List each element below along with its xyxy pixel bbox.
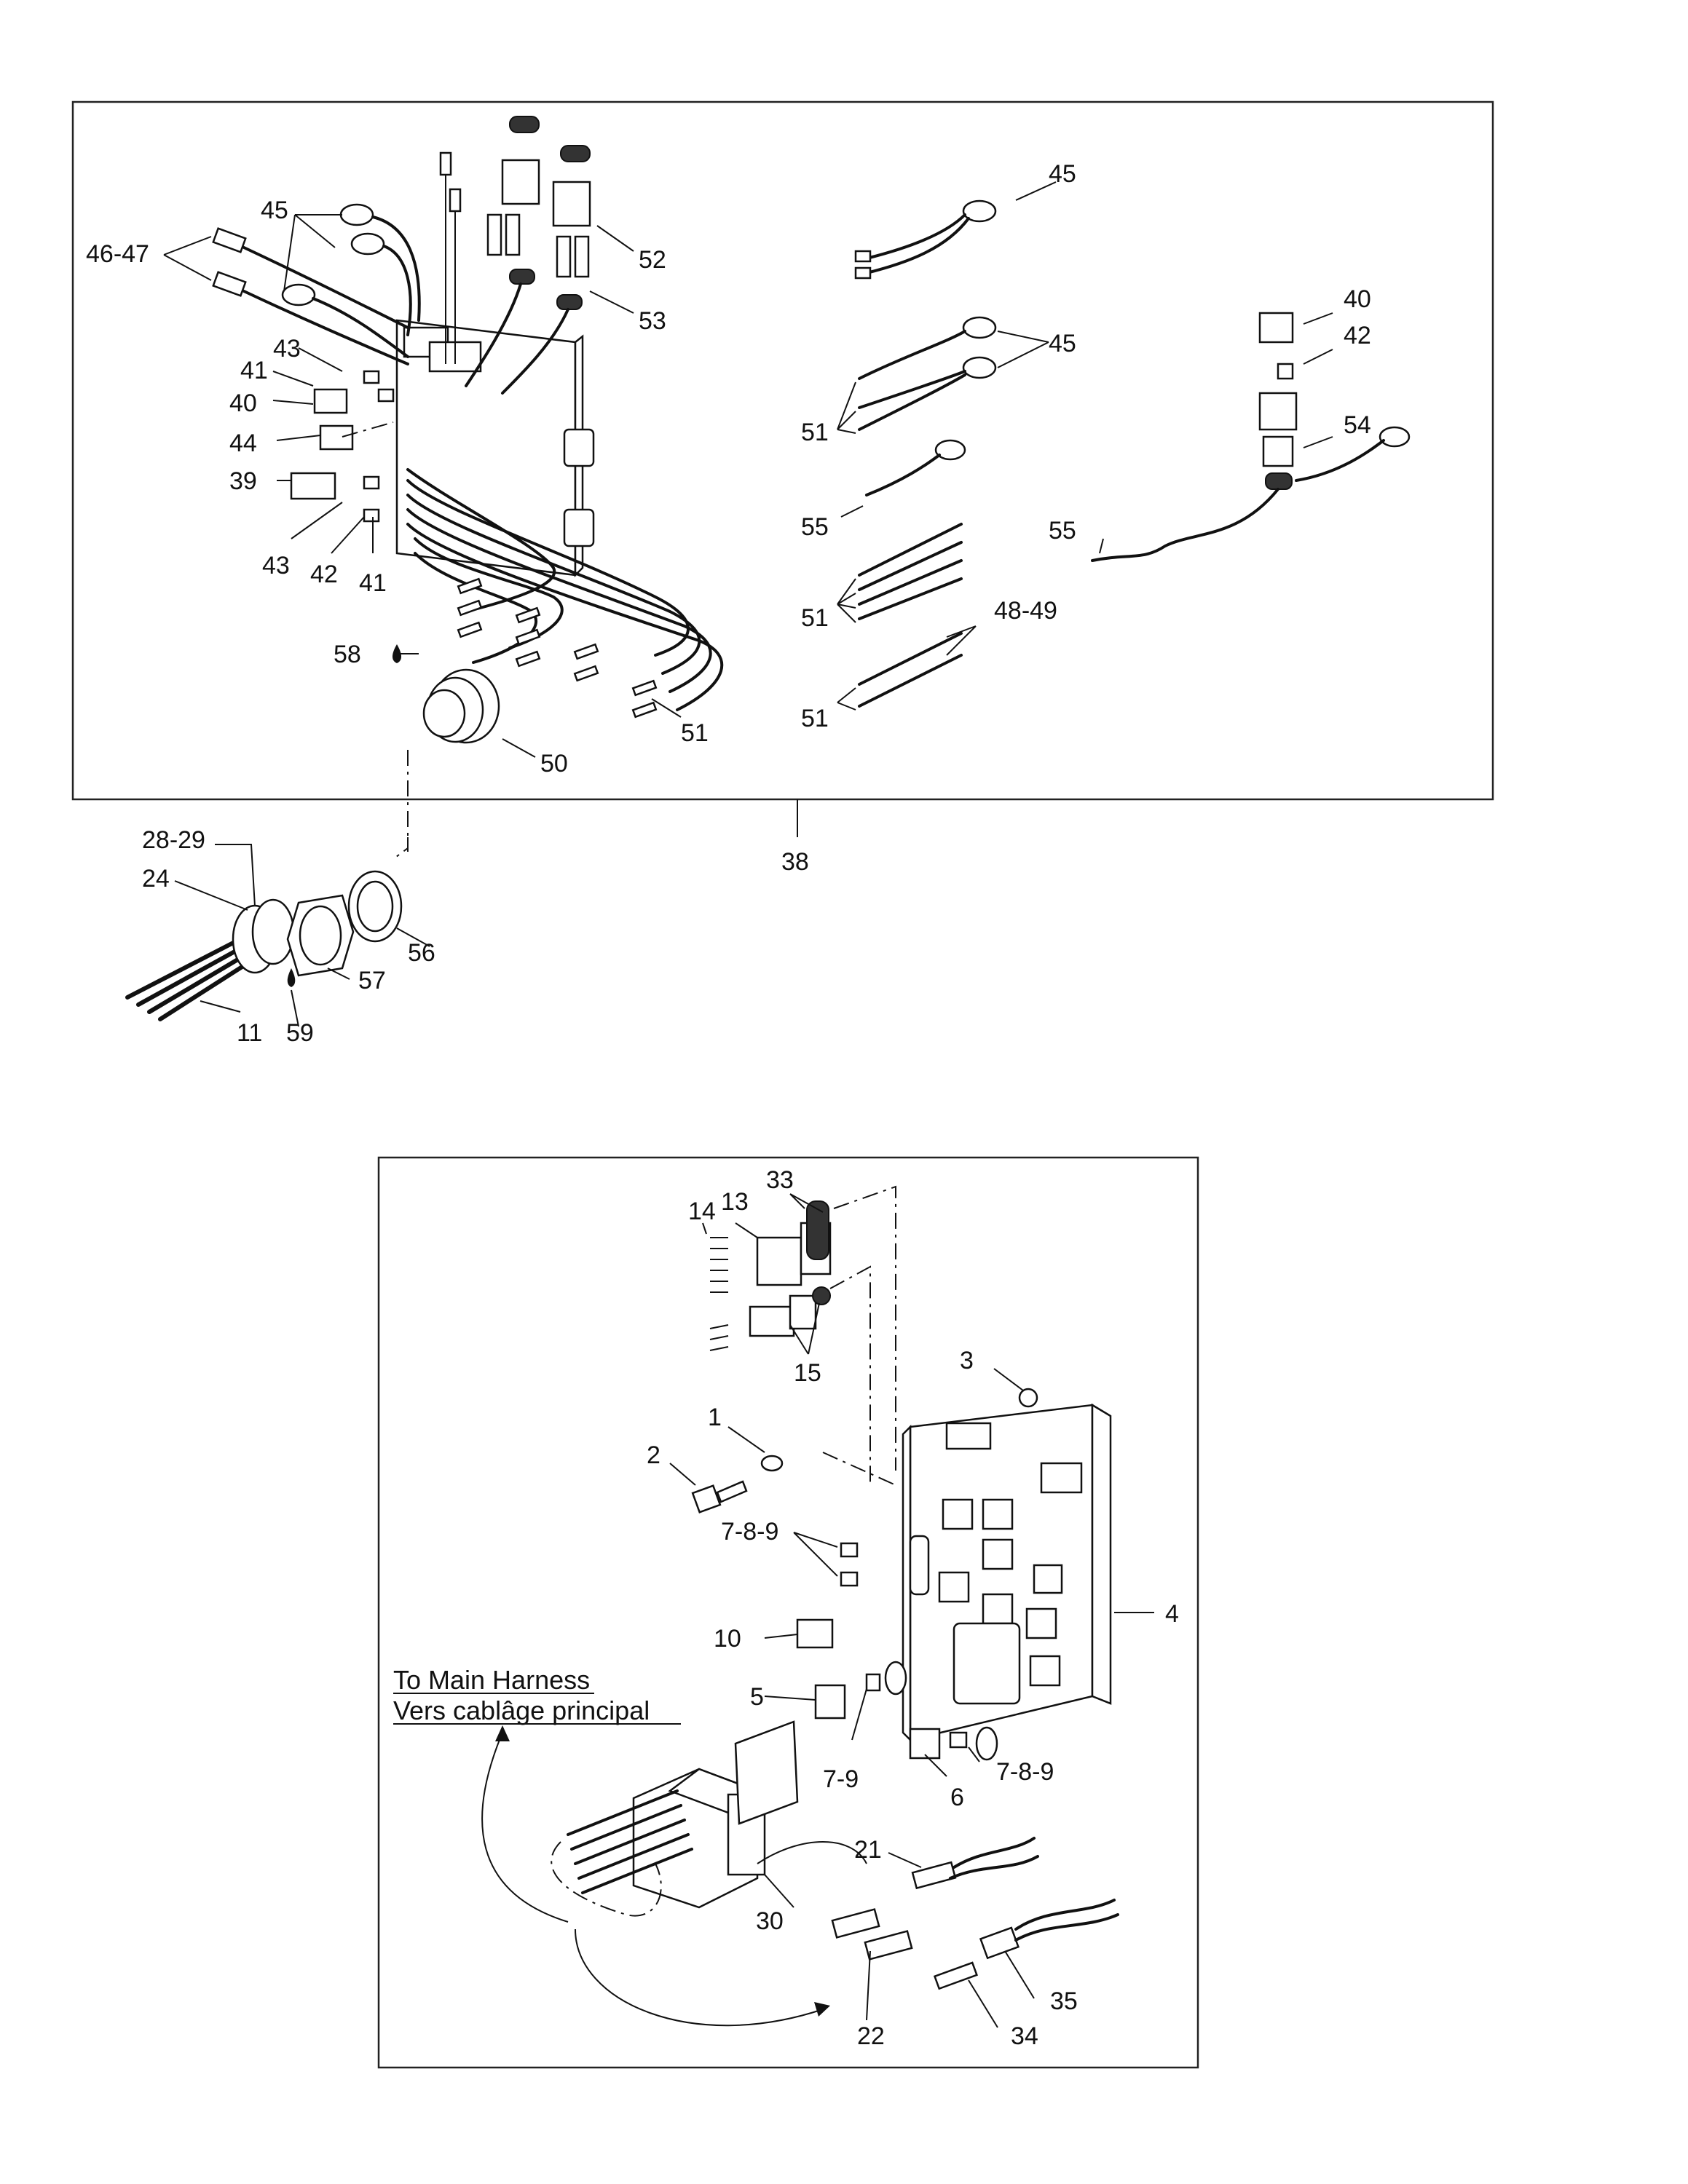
label-39: 39 <box>229 467 257 495</box>
label-7-9: 7-9 <box>823 1765 859 1793</box>
label-44: 44 <box>229 430 257 457</box>
label-2: 2 <box>647 1441 660 1469</box>
wires-51-mid <box>858 523 963 620</box>
top-panel-frame <box>71 100 1494 801</box>
harness-connector-30 <box>551 1720 799 1917</box>
main-harness-note: To Main Harness Vers cablâge principal <box>393 1665 681 1725</box>
label-10: 10 <box>714 1625 741 1653</box>
control-module-top <box>395 319 595 578</box>
label-7-8-9-a: 7-8-9 <box>721 1518 778 1546</box>
label-43-a: 43 <box>273 335 301 363</box>
label-13: 13 <box>721 1188 749 1216</box>
label-3: 3 <box>960 1347 974 1374</box>
label-38: 38 <box>781 848 809 876</box>
label-48-49: 48-49 <box>994 597 1057 625</box>
label-4: 4 <box>1165 1600 1179 1628</box>
label-51-a: 51 <box>681 719 709 747</box>
bolt-washer-nut <box>691 1388 1038 1514</box>
label-55-a: 55 <box>801 513 829 541</box>
label-55-b: 55 <box>1049 517 1076 545</box>
label-43-b: 43 <box>262 552 290 579</box>
label-33: 33 <box>766 1166 794 1194</box>
label-5: 5 <box>750 1683 764 1711</box>
label-51-d: 51 <box>801 705 829 732</box>
label-14: 14 <box>688 1198 716 1225</box>
connectors-13-15-33 <box>709 1185 896 1485</box>
label-40-a: 40 <box>229 389 257 417</box>
note-line-1: To Main Harness <box>393 1665 590 1695</box>
harness-45-right <box>854 199 997 280</box>
drop-icon <box>392 644 402 663</box>
label-21: 21 <box>854 1836 882 1864</box>
label-59: 59 <box>286 1019 314 1047</box>
label-45-a: 45 <box>261 197 288 224</box>
label-53: 53 <box>639 307 666 335</box>
label-58: 58 <box>334 641 361 668</box>
harness-arrows <box>481 1725 867 2027</box>
wire-bundle-top <box>406 468 724 711</box>
label-54: 54 <box>1344 411 1371 439</box>
connector-24-bulkhead <box>125 837 409 1021</box>
harness-45-51 <box>858 316 997 431</box>
label-7-8-9-b: 7-8-9 <box>996 1758 1054 1786</box>
label-42-a: 42 <box>310 561 338 588</box>
connector-50 <box>393 653 500 837</box>
label-45-b: 45 <box>1049 160 1076 188</box>
label-52: 52 <box>639 246 666 274</box>
label-41-a: 41 <box>240 357 268 384</box>
connectors-52 <box>439 116 591 395</box>
label-22: 22 <box>857 2022 885 2050</box>
relays-5-6-10 <box>796 1542 998 1761</box>
label-24: 24 <box>142 865 170 893</box>
label-41-b: 41 <box>359 569 387 597</box>
label-56: 56 <box>408 939 435 967</box>
label-34: 34 <box>1011 2022 1038 2050</box>
bottom-panel-frame <box>377 1156 1199 2069</box>
label-50: 50 <box>540 750 568 778</box>
note-line-2: Vers cablâge principal <box>393 1696 650 1725</box>
fuse-holder-40-42-54 <box>1091 312 1411 562</box>
wire-55-top <box>865 439 966 496</box>
label-11: 11 <box>237 1019 262 1047</box>
label-51-c: 51 <box>801 604 829 632</box>
connectors-46-47 <box>212 227 409 365</box>
sensors-21-22-34-35 <box>831 1837 1119 1990</box>
label-35: 35 <box>1050 1987 1078 2015</box>
label-46-47: 46-47 <box>86 240 149 268</box>
callout-labels: 45 46-47 43 41 40 44 39 43 42 41 52 53 5… <box>86 160 1371 2050</box>
relay-group-top <box>290 370 395 523</box>
leaders-bottom <box>669 1193 1154 2028</box>
label-28-29: 28-29 <box>142 826 205 854</box>
label-6: 6 <box>950 1784 964 1811</box>
label-15: 15 <box>794 1359 821 1387</box>
label-42-b: 42 <box>1344 322 1371 349</box>
label-57: 57 <box>358 967 386 994</box>
label-40-b: 40 <box>1344 285 1371 313</box>
leaders-top <box>163 181 1333 837</box>
ring-terminals-45 <box>281 203 421 358</box>
label-1: 1 <box>708 1404 722 1431</box>
fuse-box-4 <box>902 1403 1112 1743</box>
wires-48-49 <box>858 632 963 708</box>
label-30: 30 <box>756 1907 784 1935</box>
label-51-b: 51 <box>801 419 829 446</box>
label-45-c: 45 <box>1049 330 1076 357</box>
wire-terminals-top <box>457 577 658 719</box>
leaders-bottom-left <box>174 837 430 1027</box>
